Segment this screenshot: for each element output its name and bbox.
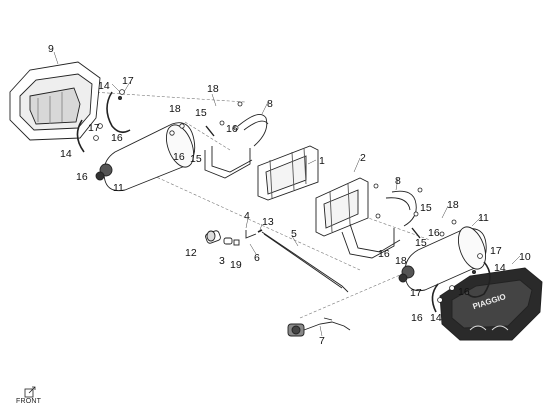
callout-18a: 18 [207,83,219,95]
callout-8a: 8 [267,98,273,110]
callout-17d: 17 [410,287,422,299]
callout-labels: 9 17 14 17 16 14 16 11 18 18 15 16 16 15… [48,43,531,347]
callout-2: 2 [360,152,366,164]
callout-17b: 17 [88,122,100,134]
callout-14d: 14 [430,312,442,324]
callout-leaders [53,51,521,337]
callout-14b: 14 [60,148,72,160]
callout-8b: 8 [395,175,401,187]
multivalve-assembly [287,317,351,337]
callout-11b: 11 [478,212,489,224]
assembly-guide-lines [91,91,431,319]
right-gas-tank [398,226,487,292]
callout-14c: 14 [494,262,506,274]
callout-10: 10 [519,251,531,263]
tank-brackets [204,146,401,259]
callout-16g: 16 [458,286,470,298]
callout-4: 4 [244,210,250,222]
callout-18d: 18 [395,255,407,267]
callout-5: 5 [291,228,297,240]
fittings-and-bolts [93,89,483,303]
callout-15a: 15 [195,107,207,119]
right-tank-cover [439,267,543,341]
callout-19: 19 [230,259,242,271]
left-tank-cover [9,61,101,141]
arrow-square-icon [24,386,36,398]
callout-16d: 16 [173,151,185,163]
front-direction-label: FRONT [16,398,42,405]
fuel-hoses [76,91,491,313]
callout-15d: 15 [415,237,427,249]
gas-line-assembly [245,229,349,293]
left-mounting-frame [257,145,319,201]
callout-13: 13 [262,216,274,228]
callout-12: 12 [185,247,197,259]
callout-16f: 16 [378,248,390,260]
callout-17c: 17 [490,245,502,257]
callout-16c: 16 [226,123,238,135]
callout-9: 9 [48,43,54,55]
callout-17a: 17 [122,75,134,87]
callout-14a: 14 [98,80,110,92]
callout-18c: 18 [447,199,459,211]
callout-16b: 16 [76,171,88,183]
callout-15b: 15 [190,153,202,165]
right-mounting-frame [315,177,369,237]
regulator-components [205,230,240,246]
callout-6: 6 [254,252,260,264]
callout-16h: 16 [411,312,423,324]
callout-11a: 11 [113,182,124,194]
callout-15c: 15 [420,202,432,214]
callout-16e: 16 [428,227,440,239]
tank-straps [237,113,417,227]
callout-18b: 18 [169,103,181,115]
callout-7: 7 [319,335,325,347]
callout-1: 1 [319,155,325,167]
callout-3: 3 [219,255,225,267]
left-gas-tank [95,122,196,192]
callout-16a: 16 [111,132,123,144]
